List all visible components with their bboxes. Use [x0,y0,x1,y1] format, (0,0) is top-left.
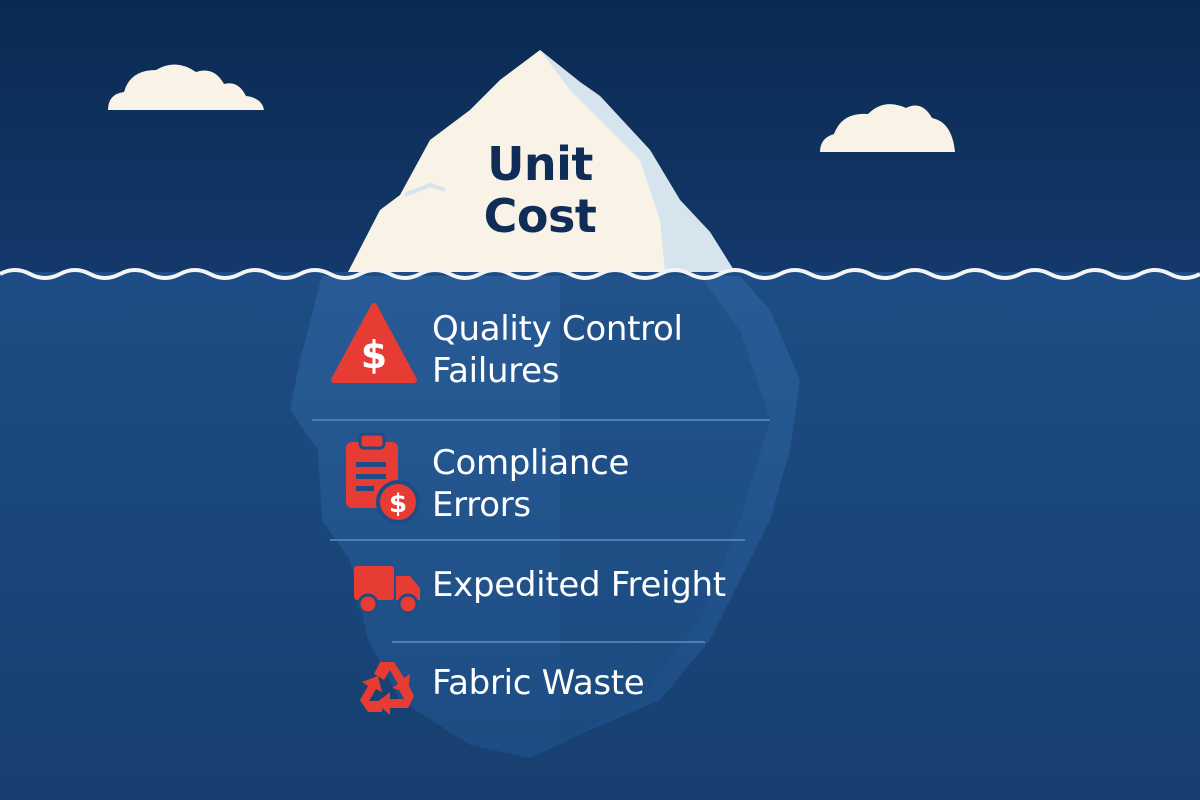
truck-icon [352,560,422,616]
recycle-icon [354,656,420,722]
tip-title: Unit Cost [440,138,640,242]
hidden-cost-label: Quality Control Failures [432,308,683,392]
hidden-cost-row-1: Quality Control Failures [432,308,683,392]
hidden-cost-label: Fabric Waste [432,662,644,704]
tip-title-line1: Unit [440,138,640,190]
dollar-warning-icon: $ [330,302,418,386]
hidden-cost-line2: Errors [432,484,629,526]
hidden-cost-row-2: Compliance Errors [432,442,629,526]
hidden-cost-row-3: Expedited Freight [432,564,726,606]
hidden-cost-line1: Expedited Freight [432,564,726,606]
hidden-cost-line1: Quality Control [432,308,683,350]
hidden-cost-line2: Failures [432,350,683,392]
clipboard-dollar-icon: $ [344,432,420,524]
tip-title-line2: Cost [440,190,640,242]
hidden-cost-label: Expedited Freight [432,564,726,606]
hidden-cost-label: Compliance Errors [432,442,629,526]
hidden-cost-row-4: Fabric Waste [432,662,644,704]
hidden-cost-line1: Fabric Waste [432,662,644,704]
svg-text:$: $ [389,489,407,519]
hidden-cost-line1: Compliance [432,442,629,484]
svg-text:$: $ [361,333,387,377]
